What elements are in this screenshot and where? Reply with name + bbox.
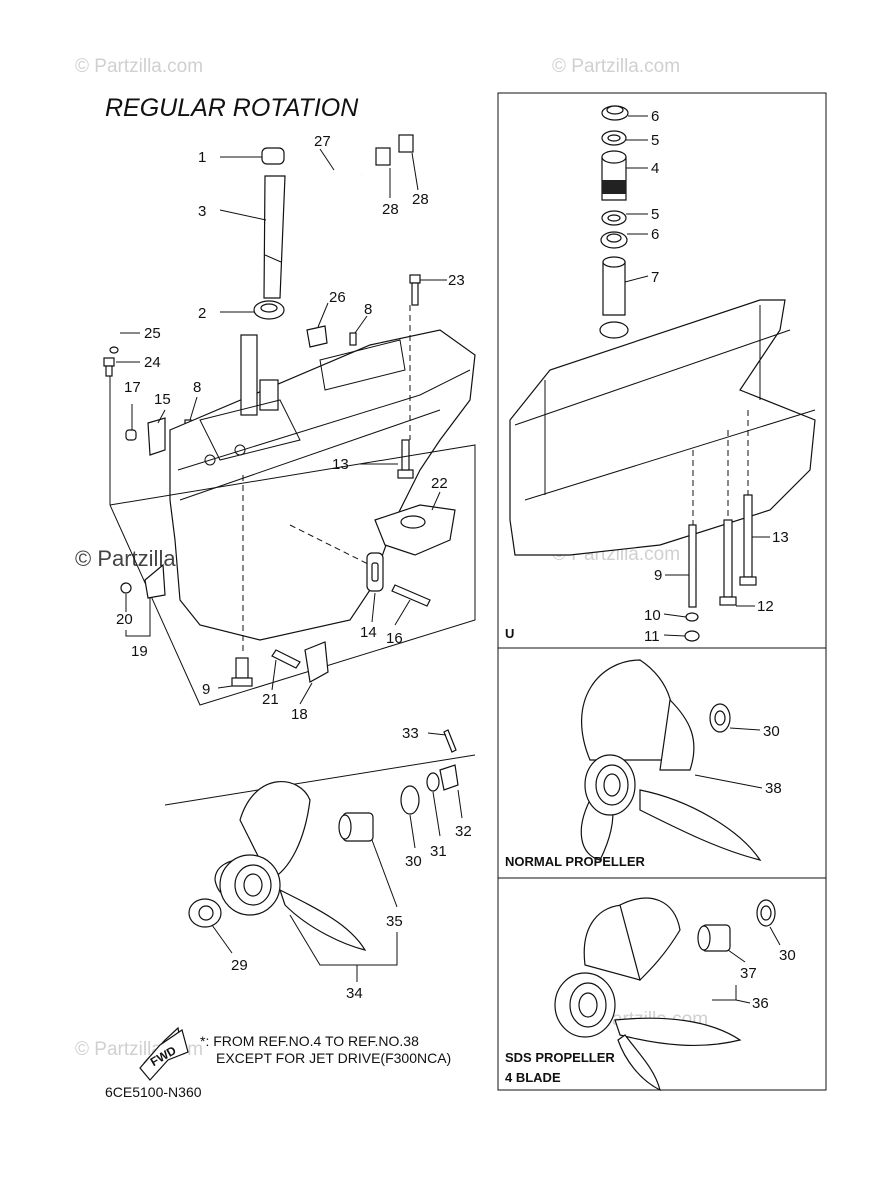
callout-3: 3 <box>198 203 206 220</box>
box-u-callouts: 6 5 4 5 6 7 13 9 12 10 11 <box>624 108 789 645</box>
callout-35: 35 <box>386 913 403 930</box>
callout-8: 8 <box>193 379 201 396</box>
callout-28: 28 <box>382 201 399 218</box>
callout-8: 8 <box>364 301 372 318</box>
callout-12: 12 <box>757 598 774 615</box>
callout-21: 21 <box>262 691 279 708</box>
callout-36: 36 <box>752 995 769 1012</box>
callout-6: 6 <box>651 226 659 243</box>
callout-4: 4 <box>651 160 659 177</box>
callout-30: 30 <box>779 947 796 964</box>
callout-15: 15 <box>154 391 171 408</box>
normal-propeller-drawing <box>580 659 762 861</box>
callout-18: 18 <box>291 706 308 723</box>
callout-19: 19 <box>131 643 148 660</box>
callout-31: 31 <box>430 843 447 860</box>
callout-9: 9 <box>654 567 662 584</box>
callout-37: 37 <box>740 965 757 982</box>
callout-27: 27 <box>314 133 331 150</box>
watermark: © Partzilla.com <box>75 56 203 77</box>
callout-26: 26 <box>329 289 346 306</box>
callout-30: 30 <box>763 723 780 740</box>
box-u-parts <box>509 105 816 642</box>
left-callouts: 1 3 2 27 28 28 23 26 8 25 24 8 17 15 13 … <box>109 133 472 1002</box>
callout-17: 17 <box>124 379 141 396</box>
callout-25: 25 <box>144 325 161 342</box>
callout-20: 20 <box>116 611 133 628</box>
callout-22: 22 <box>431 475 448 492</box>
diagram-code: 6CE5100-N360 <box>105 1084 202 1100</box>
box-sds-label-2: 4 BLADE <box>505 1070 561 1085</box>
callout-30: 30 <box>405 853 422 870</box>
box-u-label: U <box>505 626 514 641</box>
callout-5: 5 <box>651 206 659 223</box>
lower-casing-assembly <box>103 134 476 706</box>
diagram-title: REGULAR ROTATION <box>105 94 359 122</box>
callout-23: 23 <box>448 272 465 289</box>
callout-33: 33 <box>402 725 419 742</box>
callout-16: 16 <box>386 630 403 647</box>
callout-14: 14 <box>360 624 377 641</box>
callout-6: 6 <box>651 108 659 125</box>
callout-38: 38 <box>765 780 782 797</box>
note-line-2: EXCEPT FOR JET DRIVE(F300NCA) <box>216 1050 451 1066</box>
callout-2: 2 <box>198 305 206 322</box>
box-sds-propeller <box>497 877 827 1091</box>
callout-34: 34 <box>346 985 363 1002</box>
propeller-assembly <box>164 729 476 951</box>
callout-5: 5 <box>651 132 659 149</box>
callout-7: 7 <box>651 269 659 286</box>
callout-28: 28 <box>412 191 429 208</box>
callout-1: 1 <box>198 149 206 166</box>
callout-24: 24 <box>144 354 161 371</box>
box-sds-label-1: SDS PROPELLER <box>505 1050 615 1065</box>
callout-13: 13 <box>332 456 349 473</box>
note-line-1: *: FROM REF.NO.4 TO REF.NO.38 <box>200 1033 419 1049</box>
callout-10: 10 <box>644 607 661 624</box>
callout-9: 9 <box>202 681 210 698</box>
callout-13: 13 <box>772 529 789 546</box>
box-normal-label: NORMAL PROPELLER <box>505 854 645 869</box>
callout-32: 32 <box>455 823 472 840</box>
callout-11: 11 <box>644 628 660 645</box>
callout-29: 29 <box>231 957 248 974</box>
watermark: © Partzilla.com <box>552 56 680 77</box>
sds-propeller-drawing <box>554 897 776 1092</box>
